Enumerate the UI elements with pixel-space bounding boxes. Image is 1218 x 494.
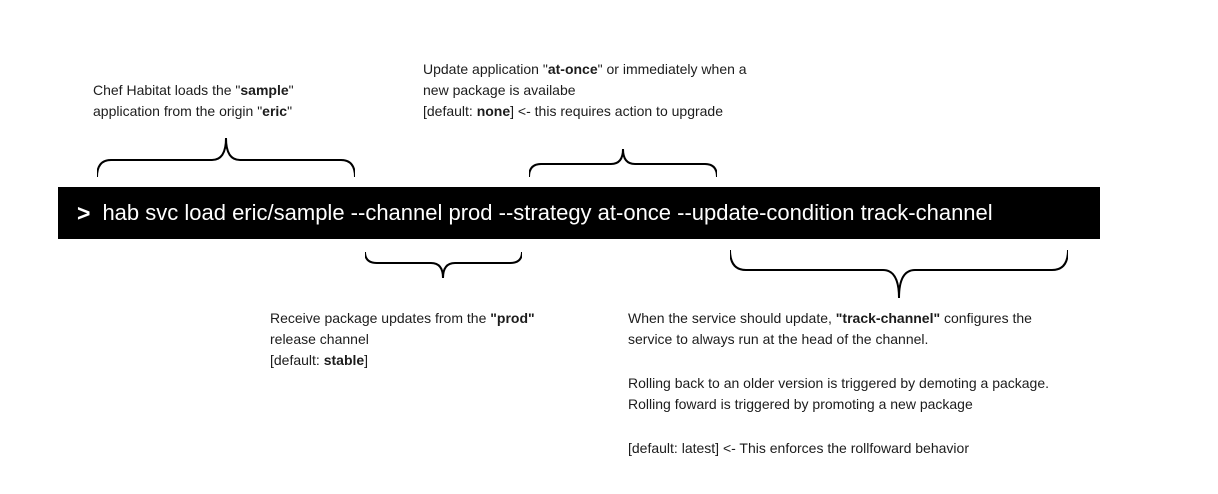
brace-load-segment-icon [97, 138, 355, 177]
annotation-update-paragraph: When the service should update, "track-c… [628, 308, 1049, 350]
annotation-update-condition: When the service should update, "track-c… [628, 308, 1049, 459]
brace-channel-segment-icon [365, 252, 522, 278]
annotation-update-line: [default: latest] <- This enforces the r… [628, 440, 969, 456]
annotation-strategy-line: [default: none] <- this requires action … [423, 103, 723, 119]
annotation-strategy-line: Update application "at-once" or immediat… [423, 61, 747, 77]
annotation-strategy: Update application "at-once" or immediat… [423, 59, 747, 122]
annotation-origin-line: application from the origin "eric" [93, 103, 293, 119]
annotation-update-line: When the service should update, "track-c… [628, 310, 1032, 326]
annotation-update-paragraph: [default: latest] <- This enforces the r… [628, 438, 1049, 459]
annotation-update-paragraph: Rolling back to an older version is trig… [628, 373, 1049, 415]
terminal-command-bar: > hab svc load eric/sample --channel pro… [58, 187, 1100, 239]
annotation-channel-line: [default: stable] [270, 352, 369, 368]
terminal-command-text: hab svc load eric/sample --channel prod … [102, 200, 993, 225]
annotation-origin: Chef Habitat loads the "sample" applicat… [93, 80, 294, 122]
annotation-channel: Receive package updates from the "prod" … [270, 308, 535, 371]
brace-update-condition-segment-icon [730, 250, 1068, 298]
annotation-origin-line: Chef Habitat loads the "sample" [93, 82, 294, 98]
annotation-channel-line: Receive package updates from the "prod" [270, 310, 535, 326]
annotation-strategy-line: new package is availabe [423, 82, 576, 98]
annotation-update-line: service to always run at the head of the… [628, 331, 929, 347]
terminal-prompt: > [77, 199, 91, 226]
brace-strategy-segment-icon [529, 149, 717, 177]
annotation-channel-line: release channel [270, 331, 369, 347]
annotation-update-line: Rolling foward is triggered by promoting… [628, 396, 973, 412]
annotation-update-line: Rolling back to an older version is trig… [628, 375, 1050, 391]
